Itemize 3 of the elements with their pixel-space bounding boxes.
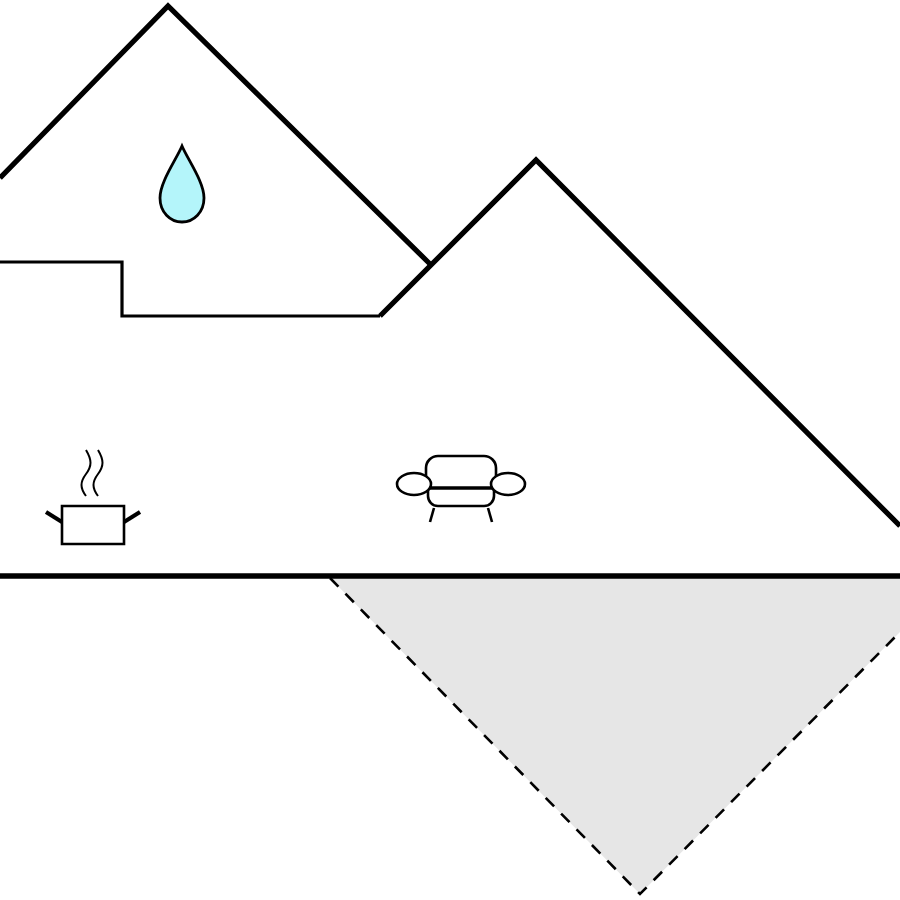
sofa-icon [395,454,527,523]
cooking-pot-icon [44,449,142,546]
water-drop-icon [158,144,206,224]
